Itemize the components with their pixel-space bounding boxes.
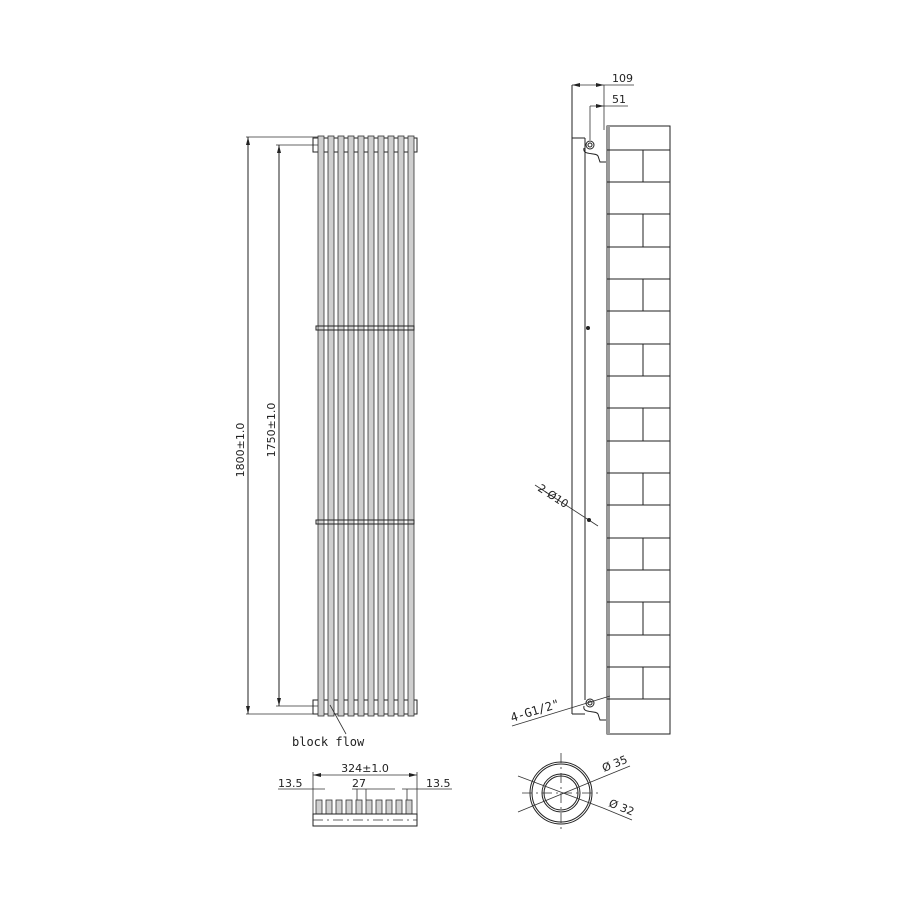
radiator-columns bbox=[317, 135, 415, 717]
dim-height-overall: 1800±1.0 bbox=[234, 423, 247, 478]
dim-height-centers: 1750±1.0 bbox=[265, 403, 278, 458]
dim-width-overall: 324±1.0 bbox=[341, 762, 389, 775]
connections-label: 4-G1/2" bbox=[509, 697, 561, 725]
dim-depth-center: 51 bbox=[612, 93, 626, 106]
dim-pitch: 27 bbox=[352, 777, 366, 790]
plan-columns bbox=[315, 799, 413, 815]
dim-edge-right: 13.5 bbox=[426, 777, 451, 790]
block-flow-label: block flow bbox=[292, 735, 365, 749]
plan-view: 324±1.0 13.5 27 13.5 bbox=[278, 762, 452, 827]
section-view: Ø 35 Ø 32 bbox=[517, 753, 636, 833]
front-view: 1800±1.0 1750±1.0 block flow bbox=[234, 135, 418, 749]
dim-edge-left: 13.5 bbox=[278, 777, 303, 790]
outer-diameter-label: Ø 35 bbox=[600, 753, 629, 775]
dim-depth-overall: 109 bbox=[612, 72, 633, 85]
bracket-holes-label: 2-Ø10 bbox=[535, 482, 570, 511]
side-view: 109 51 bbox=[509, 72, 671, 735]
brick-wall bbox=[606, 125, 671, 735]
